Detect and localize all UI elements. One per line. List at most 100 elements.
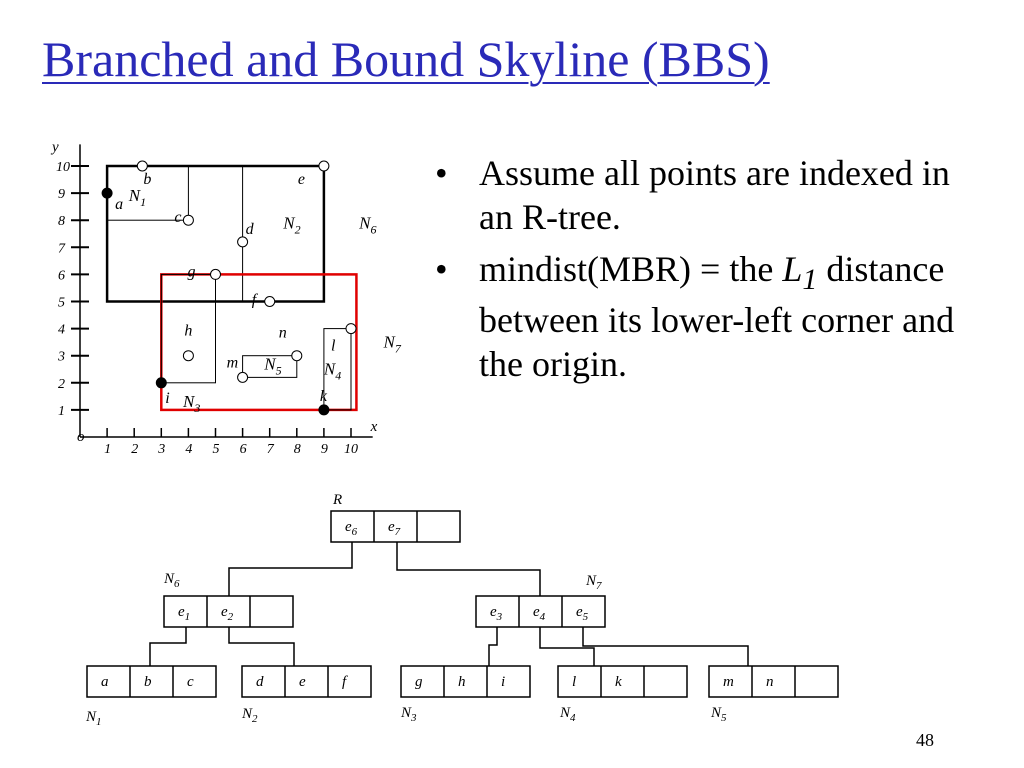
bullet-italic-L: L: [782, 248, 803, 289]
origin-label: o: [77, 429, 85, 445]
y-tick-label: 2: [58, 377, 65, 392]
bullet-text-prefix: mindist(MBR) = the: [479, 248, 783, 289]
mbr-label-n2: N2: [282, 213, 300, 236]
mbr-label-n6: N6: [358, 213, 376, 236]
tree-root-label: R: [332, 492, 342, 508]
bullet-item: • Assume all points are indexed in an R-…: [435, 152, 955, 240]
tree-node-box: [708, 665, 839, 698]
x-tick-label: 9: [321, 442, 328, 457]
point-l: [345, 323, 357, 335]
x-tick-label: 10: [344, 442, 358, 457]
x-tick-label: 4: [185, 442, 192, 457]
y-tick-label: 1: [58, 404, 65, 419]
y-tick-label: 4: [58, 323, 65, 338]
edge-n7-n5: [582, 627, 749, 666]
point-label-l: l: [331, 338, 336, 355]
x-tick-label: 8: [294, 442, 301, 457]
point-label-i: i: [165, 390, 169, 407]
x-axis-label: x: [370, 419, 378, 435]
tree-label-n6: N6: [163, 571, 180, 590]
y-tick-label: 10: [56, 160, 70, 175]
edge-n7-n3: [488, 627, 498, 666]
x-tick-label: 7: [267, 442, 275, 457]
edge-n6-n1: [149, 627, 187, 666]
tree-cell-h: h: [458, 674, 466, 690]
tree-node-box: [400, 665, 531, 698]
point-label-n: n: [279, 325, 287, 342]
point-d: [237, 236, 249, 248]
point-k: [318, 404, 330, 416]
bullet-sub: 1: [802, 263, 818, 296]
tree-cell-b: b: [144, 674, 152, 690]
tree-cell-e: e: [299, 674, 306, 690]
point-g: [210, 268, 221, 280]
tree-node-n1: a b c: [86, 665, 217, 698]
mbr-label-n4: N4: [323, 360, 341, 383]
tree-cell-f: f: [342, 674, 348, 690]
tree-cell-m: m: [723, 674, 734, 690]
page-number: 48: [916, 730, 934, 750]
x-tick-label: 2: [131, 442, 138, 457]
tree-label-n1: N1: [85, 709, 102, 728]
y-tick-label: 9: [58, 187, 65, 202]
mbr-label-n5: N5: [263, 354, 281, 377]
point-label-c: c: [174, 209, 181, 226]
bullet-text: Assume all points are indexed in an R-tr…: [479, 153, 950, 237]
point-f: [264, 296, 276, 307]
point-h: [182, 350, 194, 362]
mbr-n2: [242, 165, 325, 302]
y-tick-label: 8: [58, 214, 65, 229]
point-label-e: e: [298, 171, 305, 188]
tree-cell-n: n: [766, 674, 774, 690]
edge-root-n7: [396, 542, 541, 596]
x-tick-label: 6: [240, 442, 247, 457]
point-e: [318, 160, 330, 172]
point-b: [136, 160, 148, 172]
tree-cell-k: k: [615, 674, 622, 690]
point-label-a: a: [115, 196, 123, 213]
point-n: [291, 350, 303, 362]
tree-cell-d: d: [256, 674, 264, 690]
mbr-label-n7: N7: [383, 333, 402, 356]
point-label-d: d: [246, 221, 255, 238]
tree-cell-i: i: [501, 674, 505, 690]
point-a: [101, 187, 113, 199]
tree-node-box: [475, 595, 606, 628]
tree-label-n3: N3: [400, 705, 417, 724]
tree-label-n5: N5: [710, 705, 727, 724]
point-label-b: b: [143, 171, 151, 188]
point-label-h: h: [184, 323, 192, 340]
tree-node-box: [163, 595, 294, 628]
tree-cell-a: a: [101, 674, 109, 690]
point-i: [155, 377, 167, 389]
x-tick-label: 1: [104, 442, 111, 457]
tree-label-n7: N7: [585, 573, 602, 592]
bullet-list: • Assume all points are indexed in an R-…: [435, 152, 955, 394]
tree-cell-l: l: [572, 674, 576, 690]
y-tick-label: 5: [58, 296, 65, 311]
point-label-f: f: [252, 292, 259, 309]
mbr-n3: [160, 273, 217, 384]
x-tick-label: 5: [213, 442, 220, 457]
point-label-k: k: [320, 388, 328, 405]
mbr-n4: [323, 328, 352, 411]
x-tick-label: 3: [157, 442, 165, 457]
edge-root-n6: [228, 542, 353, 596]
y-tick-label: 3: [57, 350, 65, 365]
mbr-label-n1: N1: [128, 186, 146, 209]
tree-node-box: [557, 665, 688, 698]
mbr-label-n3: N3: [182, 392, 200, 415]
tree-cell-c: c: [187, 674, 194, 690]
tree-label-n2: N2: [241, 706, 258, 725]
edge-n6-n2: [228, 627, 295, 666]
y-axis-label: y: [50, 140, 59, 156]
mbr-n5: [242, 355, 298, 378]
point-label-m: m: [227, 354, 239, 371]
bullet-dot: •: [435, 153, 448, 193]
